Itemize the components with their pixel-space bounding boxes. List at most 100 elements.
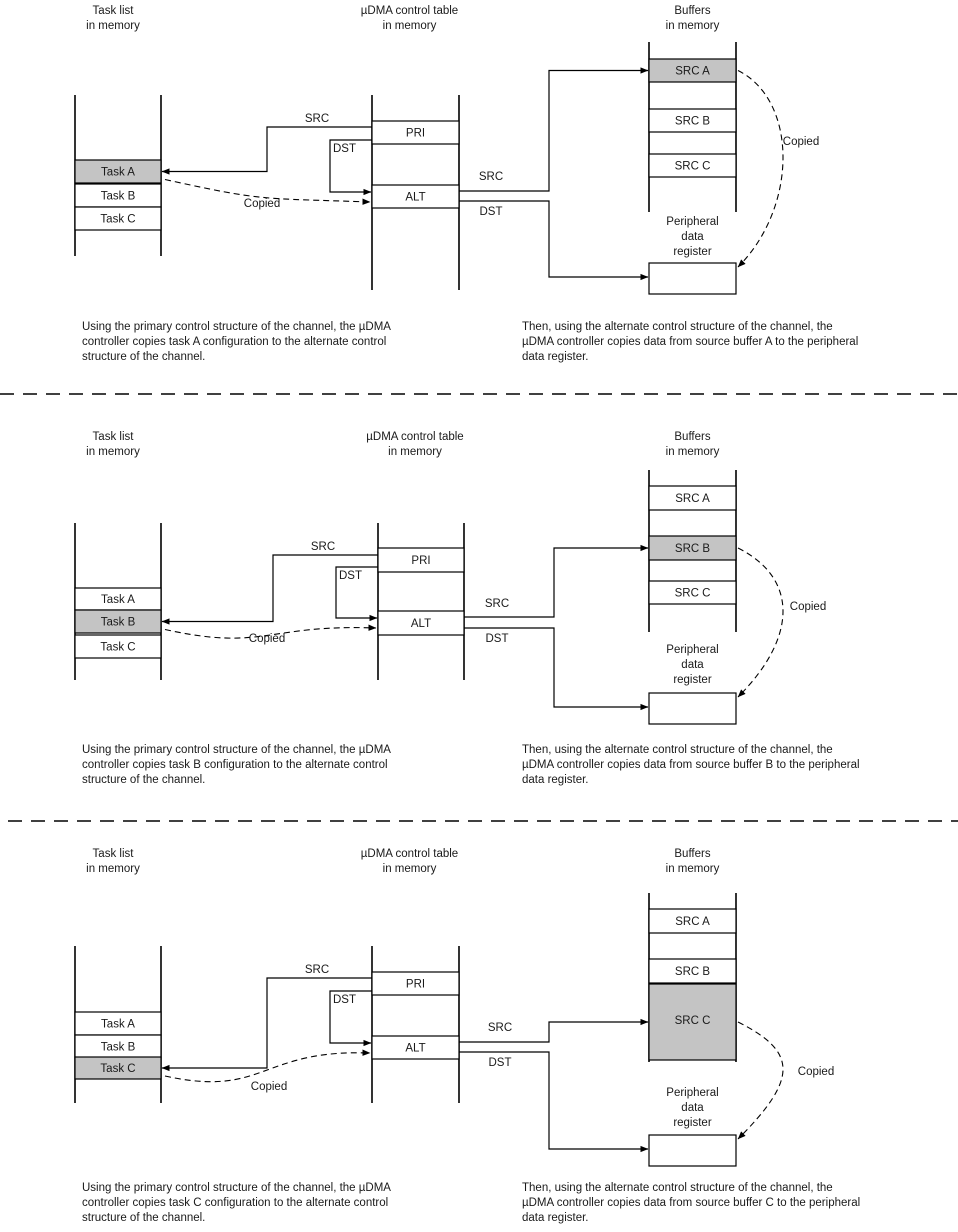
pri-src-arrow — [161, 554, 378, 625]
copied-task-label: Copied — [244, 198, 280, 210]
copied-buffer-arrow — [737, 547, 784, 698]
buffer-label: SRC C — [675, 161, 711, 173]
buffer-label: SRC C — [675, 1015, 711, 1027]
alt-dst-label: DST — [486, 633, 509, 645]
task-label: Task A — [101, 1019, 135, 1031]
alt-cell — [371, 184, 460, 209]
peripheral-label: Peripheral — [666, 216, 718, 228]
control-table-header: µDMA control table — [366, 431, 463, 443]
pri-label: PRI — [406, 979, 425, 991]
peripheral-register — [648, 1134, 737, 1167]
task-label: Task B — [101, 617, 136, 629]
pri-src-label: SRC — [311, 541, 335, 553]
control-table-header-sub: in memory — [388, 446, 442, 458]
copied-task-arrow — [164, 178, 371, 205]
peripheral-label: data — [681, 231, 704, 243]
pri-label: PRI — [411, 555, 430, 567]
peripheral-register — [648, 692, 737, 725]
task-list-header-sub: in memory — [86, 20, 140, 32]
buffer-cell — [648, 908, 737, 934]
buffer-cell — [648, 580, 737, 605]
right-caption: data register. — [522, 351, 588, 363]
task-label: Task B — [101, 1042, 136, 1054]
left-caption: controller copies task C configuration t… — [82, 1197, 388, 1209]
buffer-cell — [648, 535, 737, 561]
alt-dst-arrow — [464, 627, 649, 711]
peripheral-label: register — [673, 674, 712, 686]
task-list-header: Task list — [93, 431, 135, 443]
buffers-header-sub: in memory — [666, 20, 720, 32]
alt-label: ALT — [405, 192, 425, 204]
panel-3: Task list in memory µDMA control table in m… — [74, 848, 860, 1224]
left-caption: structure of the channel. — [82, 774, 205, 786]
alt-dst-label: DST — [480, 206, 503, 218]
buffer-label: SRC B — [675, 116, 710, 128]
pri-cell — [371, 971, 460, 996]
copied-buffer-arrow — [737, 70, 784, 268]
buffer-label: SRC B — [675, 543, 710, 555]
pri-src-arrow — [161, 126, 372, 175]
alt-src-label: SRC — [479, 171, 503, 183]
task-cell — [74, 609, 162, 634]
buffer-label: SRC A — [675, 66, 710, 78]
alt-src-arrow — [464, 544, 649, 618]
buffer-cell — [648, 58, 737, 83]
peripheral-label: register — [673, 1117, 712, 1129]
peripheral-register — [648, 262, 737, 295]
task-list-header-sub: in memory — [86, 446, 140, 458]
buffer-cell — [648, 958, 737, 984]
alt-dst-arrow — [459, 200, 649, 281]
buffer-label: SRC A — [675, 916, 710, 928]
peripheral-label: Peripheral — [666, 644, 718, 656]
left-caption: controller copies task B configuration t… — [82, 759, 388, 771]
control-table-header: µDMA control table — [361, 5, 458, 17]
buffers-header: Buffers — [674, 5, 710, 17]
pri-cell — [377, 547, 465, 573]
peripheral-label: data — [681, 659, 704, 671]
left-caption: Using the primary control structure of t… — [82, 1182, 391, 1194]
alt-src-arrow — [459, 1018, 649, 1043]
task-label: Task C — [100, 214, 135, 226]
panel-2: Task list in memory µDMA control table in m… — [74, 431, 860, 786]
right-caption: µDMA controller copies data from source … — [522, 1197, 860, 1209]
buffer-cell — [648, 983, 737, 1061]
control-table-header: µDMA control table — [361, 848, 458, 860]
task-cell — [74, 1056, 162, 1080]
pri-dst-arrow — [335, 566, 378, 622]
pri-dst-label: DST — [333, 143, 356, 155]
buffers-header-sub: in memory — [666, 446, 720, 458]
task-label: Task B — [101, 191, 136, 203]
peripheral-label: data — [681, 1102, 704, 1114]
task-list-header: Task list — [93, 848, 135, 860]
task-label: Task A — [101, 594, 135, 606]
pri-label: PRI — [406, 128, 425, 140]
task-cell — [74, 206, 162, 231]
buffer-label: SRC A — [675, 493, 710, 505]
right-caption: data register. — [522, 1212, 588, 1224]
pri-src-label: SRC — [305, 964, 329, 976]
task-label: Task C — [100, 1063, 135, 1075]
control-table-header-sub: in memory — [383, 863, 437, 875]
alt-dst-label: DST — [489, 1057, 512, 1069]
pri-src-arrow — [161, 977, 372, 1072]
buffers-header: Buffers — [674, 848, 710, 860]
task-label: Task C — [100, 642, 135, 654]
peripheral-label: register — [673, 246, 712, 258]
pri-dst-arrow — [329, 990, 372, 1047]
left-caption: structure of the channel. — [82, 1212, 205, 1224]
task-label: Task A — [101, 167, 135, 179]
task-cell — [74, 159, 162, 184]
copied-task-arrow — [164, 624, 377, 639]
right-caption: data register. — [522, 774, 588, 786]
pri-dst-label: DST — [333, 994, 356, 1006]
task-list-header-sub: in memory — [86, 863, 140, 875]
copied-task-arrow — [164, 1049, 371, 1083]
right-caption: µDMA controller copies data from source … — [522, 336, 858, 348]
buffers-header: Buffers — [674, 431, 710, 443]
pri-dst-arrow — [329, 139, 372, 196]
copied-buffer-label: Copied — [798, 1066, 834, 1078]
buffer-label: SRC B — [675, 966, 710, 978]
alt-cell — [371, 1035, 460, 1060]
left-caption: controller copies task A configuration t… — [82, 336, 386, 348]
